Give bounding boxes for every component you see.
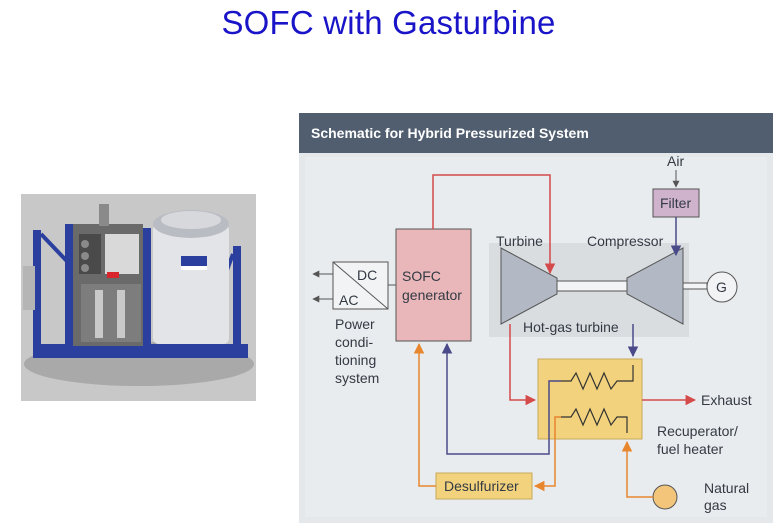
schematic-diagram: DC AC Power condi- tioning system SOFC g… [305, 153, 767, 517]
sofc-generator-block [395, 228, 472, 342]
natural-gas-label-2: gas [704, 497, 727, 513]
recuperator-coil-lower [561, 407, 628, 433]
hot-gas-turbine-label: Hot-gas turbine [523, 319, 619, 335]
desulfurizer-label: Desulfurizer [444, 478, 519, 494]
schematic-header: Schematic for Hybrid Pressurized System [299, 113, 773, 153]
sofc-unit-photo [21, 194, 256, 401]
filter-block [652, 188, 700, 218]
power-label-1: Power [335, 316, 375, 332]
generator-symbol-label: G [716, 279, 727, 295]
slide-title: SOFC with Gasturbine [221, 4, 556, 41]
exhaust-label: Exhaust [701, 392, 752, 408]
dc-label: DC [357, 267, 377, 283]
recuperator-label-1: Recuperator/ [657, 423, 738, 439]
desulfurizer-block [435, 472, 533, 500]
sofc-label: SOFC [402, 268, 441, 284]
compressor-label: Compressor [587, 233, 664, 249]
natural-gas-to-recuperator [621, 440, 653, 498]
turbine-label: Turbine [496, 233, 543, 249]
power-label-3: tioning [335, 352, 376, 368]
ac-label: AC [339, 292, 358, 308]
desulfurizer-to-sofc [413, 342, 436, 487]
sofc-to-turbine-flow [432, 174, 556, 275]
air-to-sofc-flow [441, 342, 561, 455]
turbine-symbol [500, 247, 558, 325]
hybrid-system-schematic: DC AC Power condi- tioning system SOFC g… [299, 113, 773, 523]
natural-gas-source [652, 484, 678, 510]
compressor-symbol [626, 247, 684, 325]
turbine-shaft [556, 280, 628, 292]
generator-label: generator [402, 287, 462, 303]
sofc-unit-illustration [21, 194, 256, 401]
turbine-exhaust-to-recuperator [509, 324, 537, 406]
air-label: Air [667, 153, 684, 169]
power-label-4: system [335, 370, 379, 386]
power-label-2: condi- [335, 334, 373, 350]
filter-label: Filter [660, 195, 691, 211]
natural-gas-label-1: Natural [704, 480, 749, 496]
electric-generator-symbol [706, 271, 738, 303]
recuperator-to-desulfurizer [533, 416, 561, 492]
recuperator-label-2: fuel heater [657, 441, 723, 457]
recuperator-coil-upper [561, 365, 634, 391]
